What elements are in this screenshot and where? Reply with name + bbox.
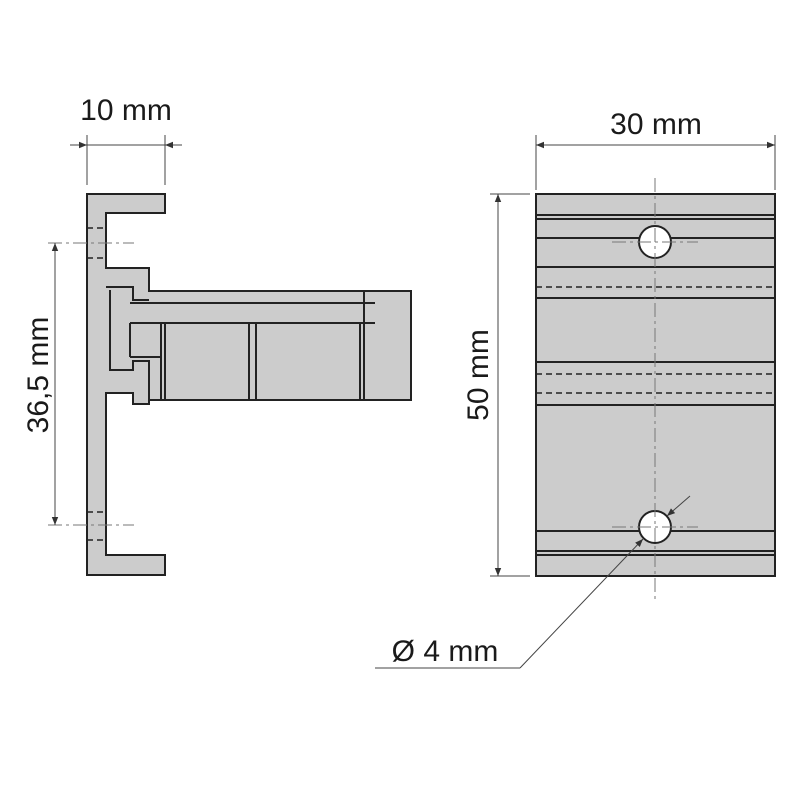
side-view: 10 mm 36,5 mm bbox=[22, 94, 412, 576]
dim-front-height: 50 mm bbox=[462, 329, 495, 421]
t-slot bbox=[106, 286, 150, 400]
dim-side-width: 10 mm bbox=[80, 94, 172, 127]
dim-hole-diameter: Ø 4 mm bbox=[392, 635, 499, 668]
front-view: 30 mm 50 mm Ø 4 mm bbox=[375, 108, 776, 669]
dim-hole-spacing: 36,5 mm bbox=[22, 317, 55, 434]
dim-front-width: 30 mm bbox=[610, 108, 702, 141]
